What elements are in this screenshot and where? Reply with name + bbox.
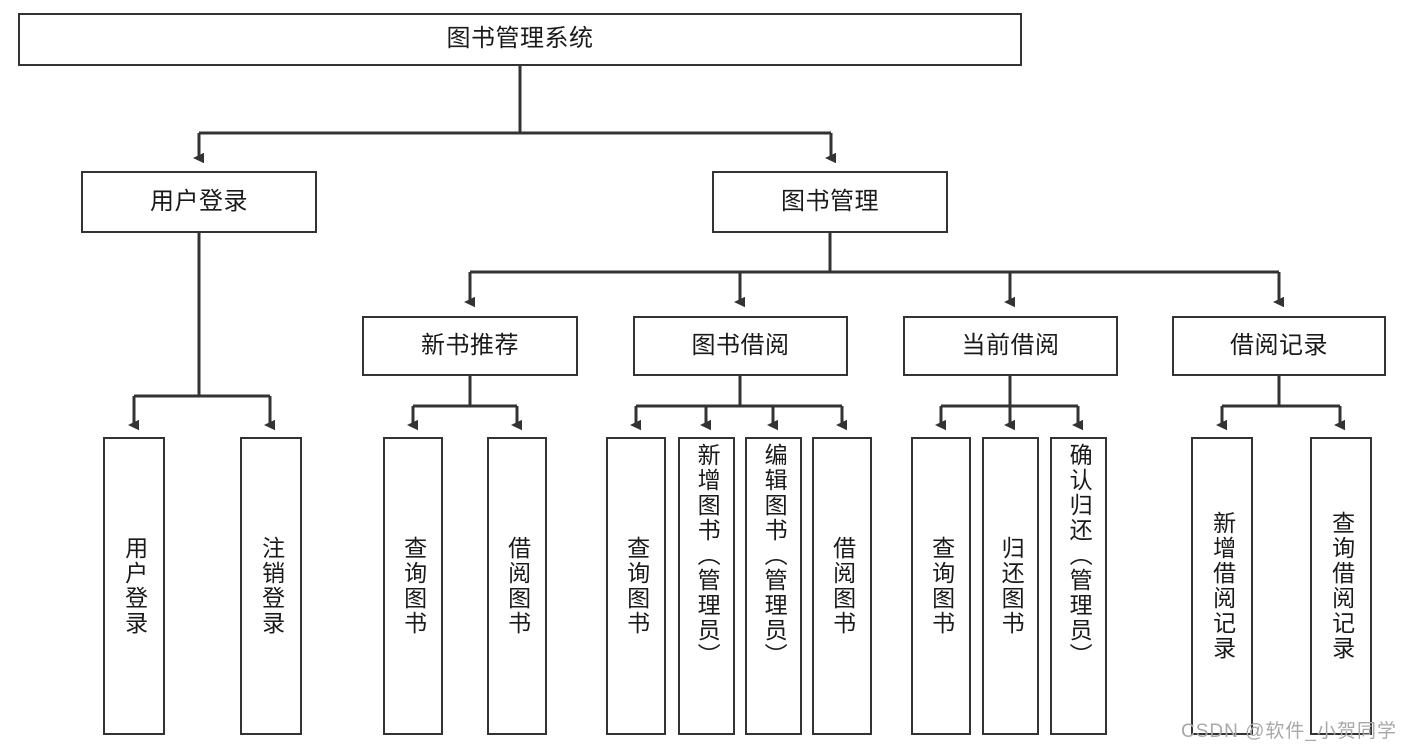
node-label: 查询图书 bbox=[928, 536, 955, 636]
node-root-book-management-system[interactable]: 图书管理系统 bbox=[18, 13, 1022, 66]
node-book-management[interactable]: 图书管理 bbox=[712, 171, 948, 233]
node-label: 借阅记录 bbox=[1230, 331, 1328, 359]
leaf-query-book-recommend[interactable]: 查询图书 bbox=[383, 437, 443, 735]
leaf-query-borrow-record[interactable]: 查询借阅记录 bbox=[1310, 437, 1372, 735]
leaf-logout-login[interactable]: 注销登录 bbox=[240, 437, 302, 735]
node-label: 当前借阅 bbox=[961, 331, 1060, 359]
node-label: 归还图书 bbox=[998, 536, 1025, 636]
node-label: 借阅图书 bbox=[504, 536, 531, 636]
leaf-confirm-return-admin[interactable]: 确认归还（管理员） bbox=[1050, 437, 1107, 735]
node-book-borrow[interactable]: 图书借阅 bbox=[633, 316, 848, 376]
node-label: 新增借阅记录 bbox=[1209, 511, 1236, 661]
node-label: 图书借阅 bbox=[691, 331, 790, 359]
leaf-return-book[interactable]: 归还图书 bbox=[982, 437, 1039, 735]
node-label: 查询图书 bbox=[623, 536, 650, 636]
node-label: 注销登录 bbox=[258, 536, 285, 636]
leaf-user-login[interactable]: 用户登录 bbox=[103, 437, 165, 735]
node-label: 查询图书 bbox=[400, 536, 427, 636]
leaf-add-borrow-record[interactable]: 新增借阅记录 bbox=[1191, 437, 1253, 735]
node-label: 用户登录 bbox=[150, 187, 248, 215]
leaf-borrow-book-recommend[interactable]: 借阅图书 bbox=[487, 437, 547, 735]
node-label: 查询借阅记录 bbox=[1328, 511, 1355, 661]
node-label: 编辑图书（管理员） bbox=[761, 443, 788, 668]
node-new-book-recommendation[interactable]: 新书推荐 bbox=[362, 316, 578, 376]
node-label: 图书管理系统 bbox=[446, 25, 594, 53]
node-label: 确认归还（管理员） bbox=[1066, 443, 1093, 668]
leaf-borrow-book[interactable]: 借阅图书 bbox=[812, 437, 872, 735]
node-user-login[interactable]: 用户登录 bbox=[81, 171, 317, 233]
node-label: 用户登录 bbox=[121, 536, 148, 636]
node-current-borrow[interactable]: 当前借阅 bbox=[903, 316, 1118, 376]
leaf-query-book-current[interactable]: 查询图书 bbox=[911, 437, 971, 735]
node-label: 图书管理 bbox=[781, 187, 879, 215]
node-label: 借阅图书 bbox=[829, 536, 856, 636]
csdn-watermark: CSDN @软件_小贺同学 bbox=[1181, 721, 1397, 742]
leaf-edit-book-admin[interactable]: 编辑图书（管理员） bbox=[745, 437, 802, 735]
node-label: 新书推荐 bbox=[421, 331, 519, 359]
node-label: 新增图书（管理员） bbox=[694, 443, 721, 668]
leaf-query-book-borrow[interactable]: 查询图书 bbox=[606, 437, 666, 735]
node-borrow-record[interactable]: 借阅记录 bbox=[1172, 316, 1386, 376]
leaf-add-book-admin[interactable]: 新增图书（管理员） bbox=[678, 437, 735, 735]
